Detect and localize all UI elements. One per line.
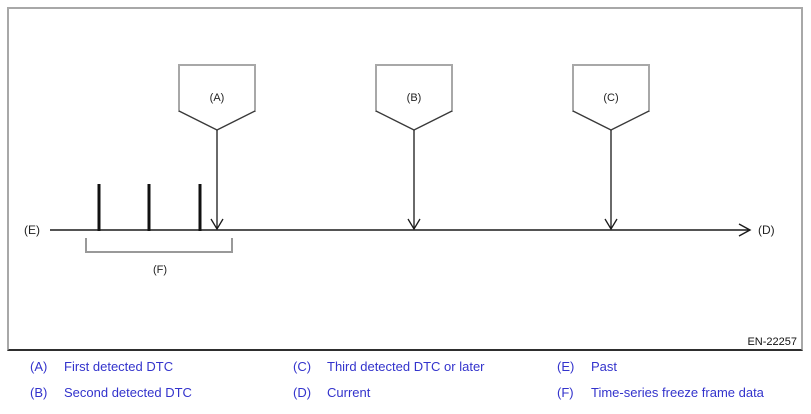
legend-text-e: Past [591,359,618,374]
legend-text-c: Third detected DTC or later [327,359,485,374]
legend-text-b: Second detected DTC [64,385,192,400]
callout-a-label: (A) [209,92,225,104]
callout-b-label: (B) [406,92,422,104]
legend-key-e: (E) [557,359,575,374]
figure-code: EN-22257 [747,336,797,348]
callout-c-label: (C) [603,92,619,104]
legend-text-a: First detected DTC [64,359,174,374]
legend-key-f: (F) [557,385,574,400]
legend-item-a: (A) First detected DTC [30,359,173,374]
freeze-frame-bracket [85,238,233,253]
legend-key-a: (A) [30,359,48,374]
legend-key-b: (B) [30,385,48,400]
legend-item-b: (B) Second detected DTC [30,385,192,400]
callout-arrow-a [210,130,224,231]
axis-past-label: (E) [24,223,40,237]
legend-key-d: (D) [293,385,312,400]
legend-item-c: (C) Third detected DTC or later [293,359,485,374]
legend-text-d: Current [327,385,371,400]
callout-arrow-b [407,130,421,231]
callout-arrow-c [604,130,618,231]
legend-item-d: (D) Current [293,385,370,400]
bracket-label: (F) [152,264,168,276]
legend-item-e: (E) Past [557,359,617,374]
event-ticks [97,184,202,231]
legend-item-f: (F) Time-series freeze frame data [557,385,764,400]
timeline-axis [50,223,752,237]
legend-text-f: Time-series freeze frame data [591,385,764,400]
axis-current-label: (D) [758,223,775,237]
legend-key-c: (C) [293,359,312,374]
